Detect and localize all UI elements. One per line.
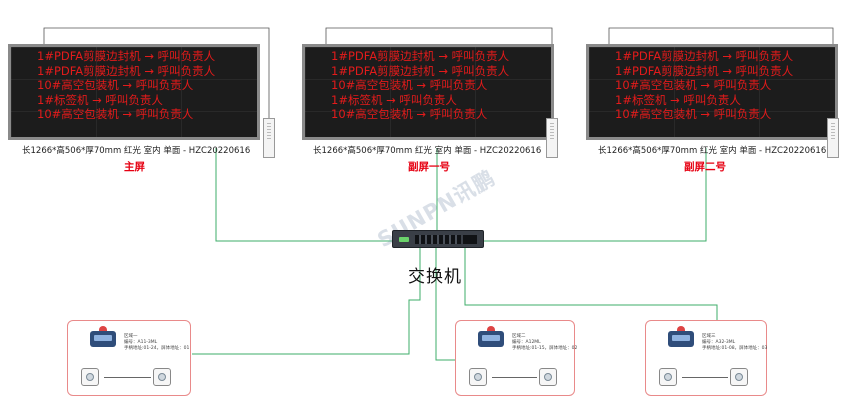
area-info: 区域一 编号：A11-3ML 手柄地址:01-24，屏体地址：01	[124, 334, 189, 352]
cable-main-screen	[215, 148, 392, 242]
area-info: 区域三 编号：A32-3ML 手柄地址:01-08，屏体地址：03	[702, 334, 767, 352]
call-receiver-icon	[90, 326, 116, 347]
led-message-list: 1#PDFA剪膜边封机 → 呼叫负责人 1#PDFA剪膜边封机 → 呼叫负责人 …	[589, 49, 835, 122]
call-button-icon	[469, 368, 487, 386]
led-message: 1#PDFA剪膜边封机 → 呼叫负责人	[615, 63, 794, 78]
sfp-port-icon	[463, 235, 477, 244]
ethernet-ports-icon	[415, 235, 461, 244]
led-message: 1#标签机 → 呼叫负责人	[331, 92, 457, 107]
wireless-link	[492, 377, 537, 378]
area-card-3: 区域三 编号：A32-3ML 手柄地址:01-08，屏体地址：03	[645, 320, 767, 396]
led-message: 1#PDFA剪膜边封机 → 呼叫负责人	[331, 63, 510, 78]
screen-role-sub-1: 副屏一号	[408, 161, 450, 173]
controller-box-main	[263, 118, 275, 158]
call-button-icon	[730, 368, 748, 386]
controller-box-sub-2	[827, 118, 839, 158]
screen-caption-sub-2: 长1266*高506*厚70mm 红光 室内 单面 - HZC20220616	[598, 146, 827, 156]
call-button-icon	[659, 368, 677, 386]
led-message: 1#标签机 → 呼叫负责人	[615, 92, 741, 107]
cable-area-3	[464, 248, 718, 320]
led-message: 10#高空包装机 → 呼叫负责人	[331, 107, 488, 122]
area-title: 区域二	[512, 334, 526, 339]
call-button-icon	[539, 368, 557, 386]
area-card-2: 区域二 编号：A12ML 手柄地址:01-15，屏体地址：02	[455, 320, 577, 396]
area-address: 手柄地址:01-15，屏体地址：02	[512, 346, 578, 351]
led-message-list: 1#PDFA剪膜边封机 → 呼叫负责人 1#PDFA剪膜边封机 → 呼叫负责人 …	[11, 49, 257, 122]
led-message: 1#标签机 → 呼叫负责人	[37, 92, 163, 107]
screen-role-sub-2: 副屏二号	[684, 161, 726, 173]
led-message: 1#PDFA剪膜边封机 → 呼叫负责人	[37, 63, 216, 78]
area-address: 手柄地址:01-24，屏体地址：01	[124, 346, 190, 351]
area-title: 区域三	[702, 334, 716, 339]
screen-role-main: 主屏	[124, 161, 145, 173]
call-receiver-icon	[668, 326, 694, 347]
status-led-icon	[399, 237, 409, 242]
call-button-icon	[153, 368, 171, 386]
led-panel-grid	[305, 47, 551, 137]
led-message: 10#高空包装机 → 呼叫负责人	[331, 78, 488, 93]
area-code: 编号：A11-3ML	[124, 340, 158, 345]
led-message: 10#高空包装机 → 呼叫负责人	[37, 78, 194, 93]
wireless-link	[682, 377, 728, 378]
led-message: 10#高空包装机 → 呼叫负责人	[37, 107, 194, 122]
cable-area-1	[192, 248, 421, 355]
call-receiver-icon	[478, 326, 504, 347]
cable-screen-2	[484, 148, 707, 242]
area-info: 区域二 编号：A12ML 手柄地址:01-15，屏体地址：02	[512, 334, 577, 352]
controller-box-sub-1	[546, 118, 558, 158]
led-message-list: 1#PDFA剪膜边封机 → 呼叫负责人 1#PDFA剪膜边封机 → 呼叫负责人 …	[305, 49, 551, 122]
led-screen-sub-2: 1#PDFA剪膜边封机 → 呼叫负责人 1#PDFA剪膜边封机 → 呼叫负责人 …	[586, 44, 838, 140]
call-button-icon	[81, 368, 99, 386]
area-code: 编号：A12ML	[512, 340, 541, 345]
switch-label: 交换机	[408, 267, 462, 287]
screen-caption-main: 长1266*高506*厚70mm 红光 室内 单面 - HZC20220616	[22, 146, 251, 156]
led-screen-sub-1: 1#PDFA剪膜边封机 → 呼叫负责人 1#PDFA剪膜边封机 → 呼叫负责人 …	[302, 44, 554, 140]
led-panel-grid	[589, 47, 835, 137]
area-title: 区域一	[124, 334, 138, 339]
led-message: 1#PDFA剪膜边封机 → 呼叫负责人	[615, 49, 794, 63]
screen-caption-sub-1: 长1266*高506*厚70mm 红光 室内 单面 - HZC20220616	[313, 146, 542, 156]
led-message: 10#高空包装机 → 呼叫负责人	[615, 78, 772, 93]
led-panel-grid	[11, 47, 257, 137]
area-address: 手柄地址:01-08，屏体地址：03	[702, 346, 768, 351]
cable-area-2	[435, 248, 455, 361]
area-card-1: 区域一 编号：A11-3ML 手柄地址:01-24，屏体地址：01	[67, 320, 191, 396]
wireless-link	[104, 377, 151, 378]
led-screen-main: 1#PDFA剪膜边封机 → 呼叫负责人 1#PDFA剪膜边封机 → 呼叫负责人 …	[8, 44, 260, 140]
area-code: 编号：A32-3ML	[702, 340, 736, 345]
cable-ctrl-0	[43, 27, 270, 118]
led-message: 1#PDFA剪膜边封机 → 呼叫负责人	[37, 49, 216, 63]
led-message: 1#PDFA剪膜边封机 → 呼叫负责人	[331, 49, 510, 63]
led-message: 10#高空包装机 → 呼叫负责人	[615, 107, 772, 122]
network-switch	[392, 230, 484, 248]
